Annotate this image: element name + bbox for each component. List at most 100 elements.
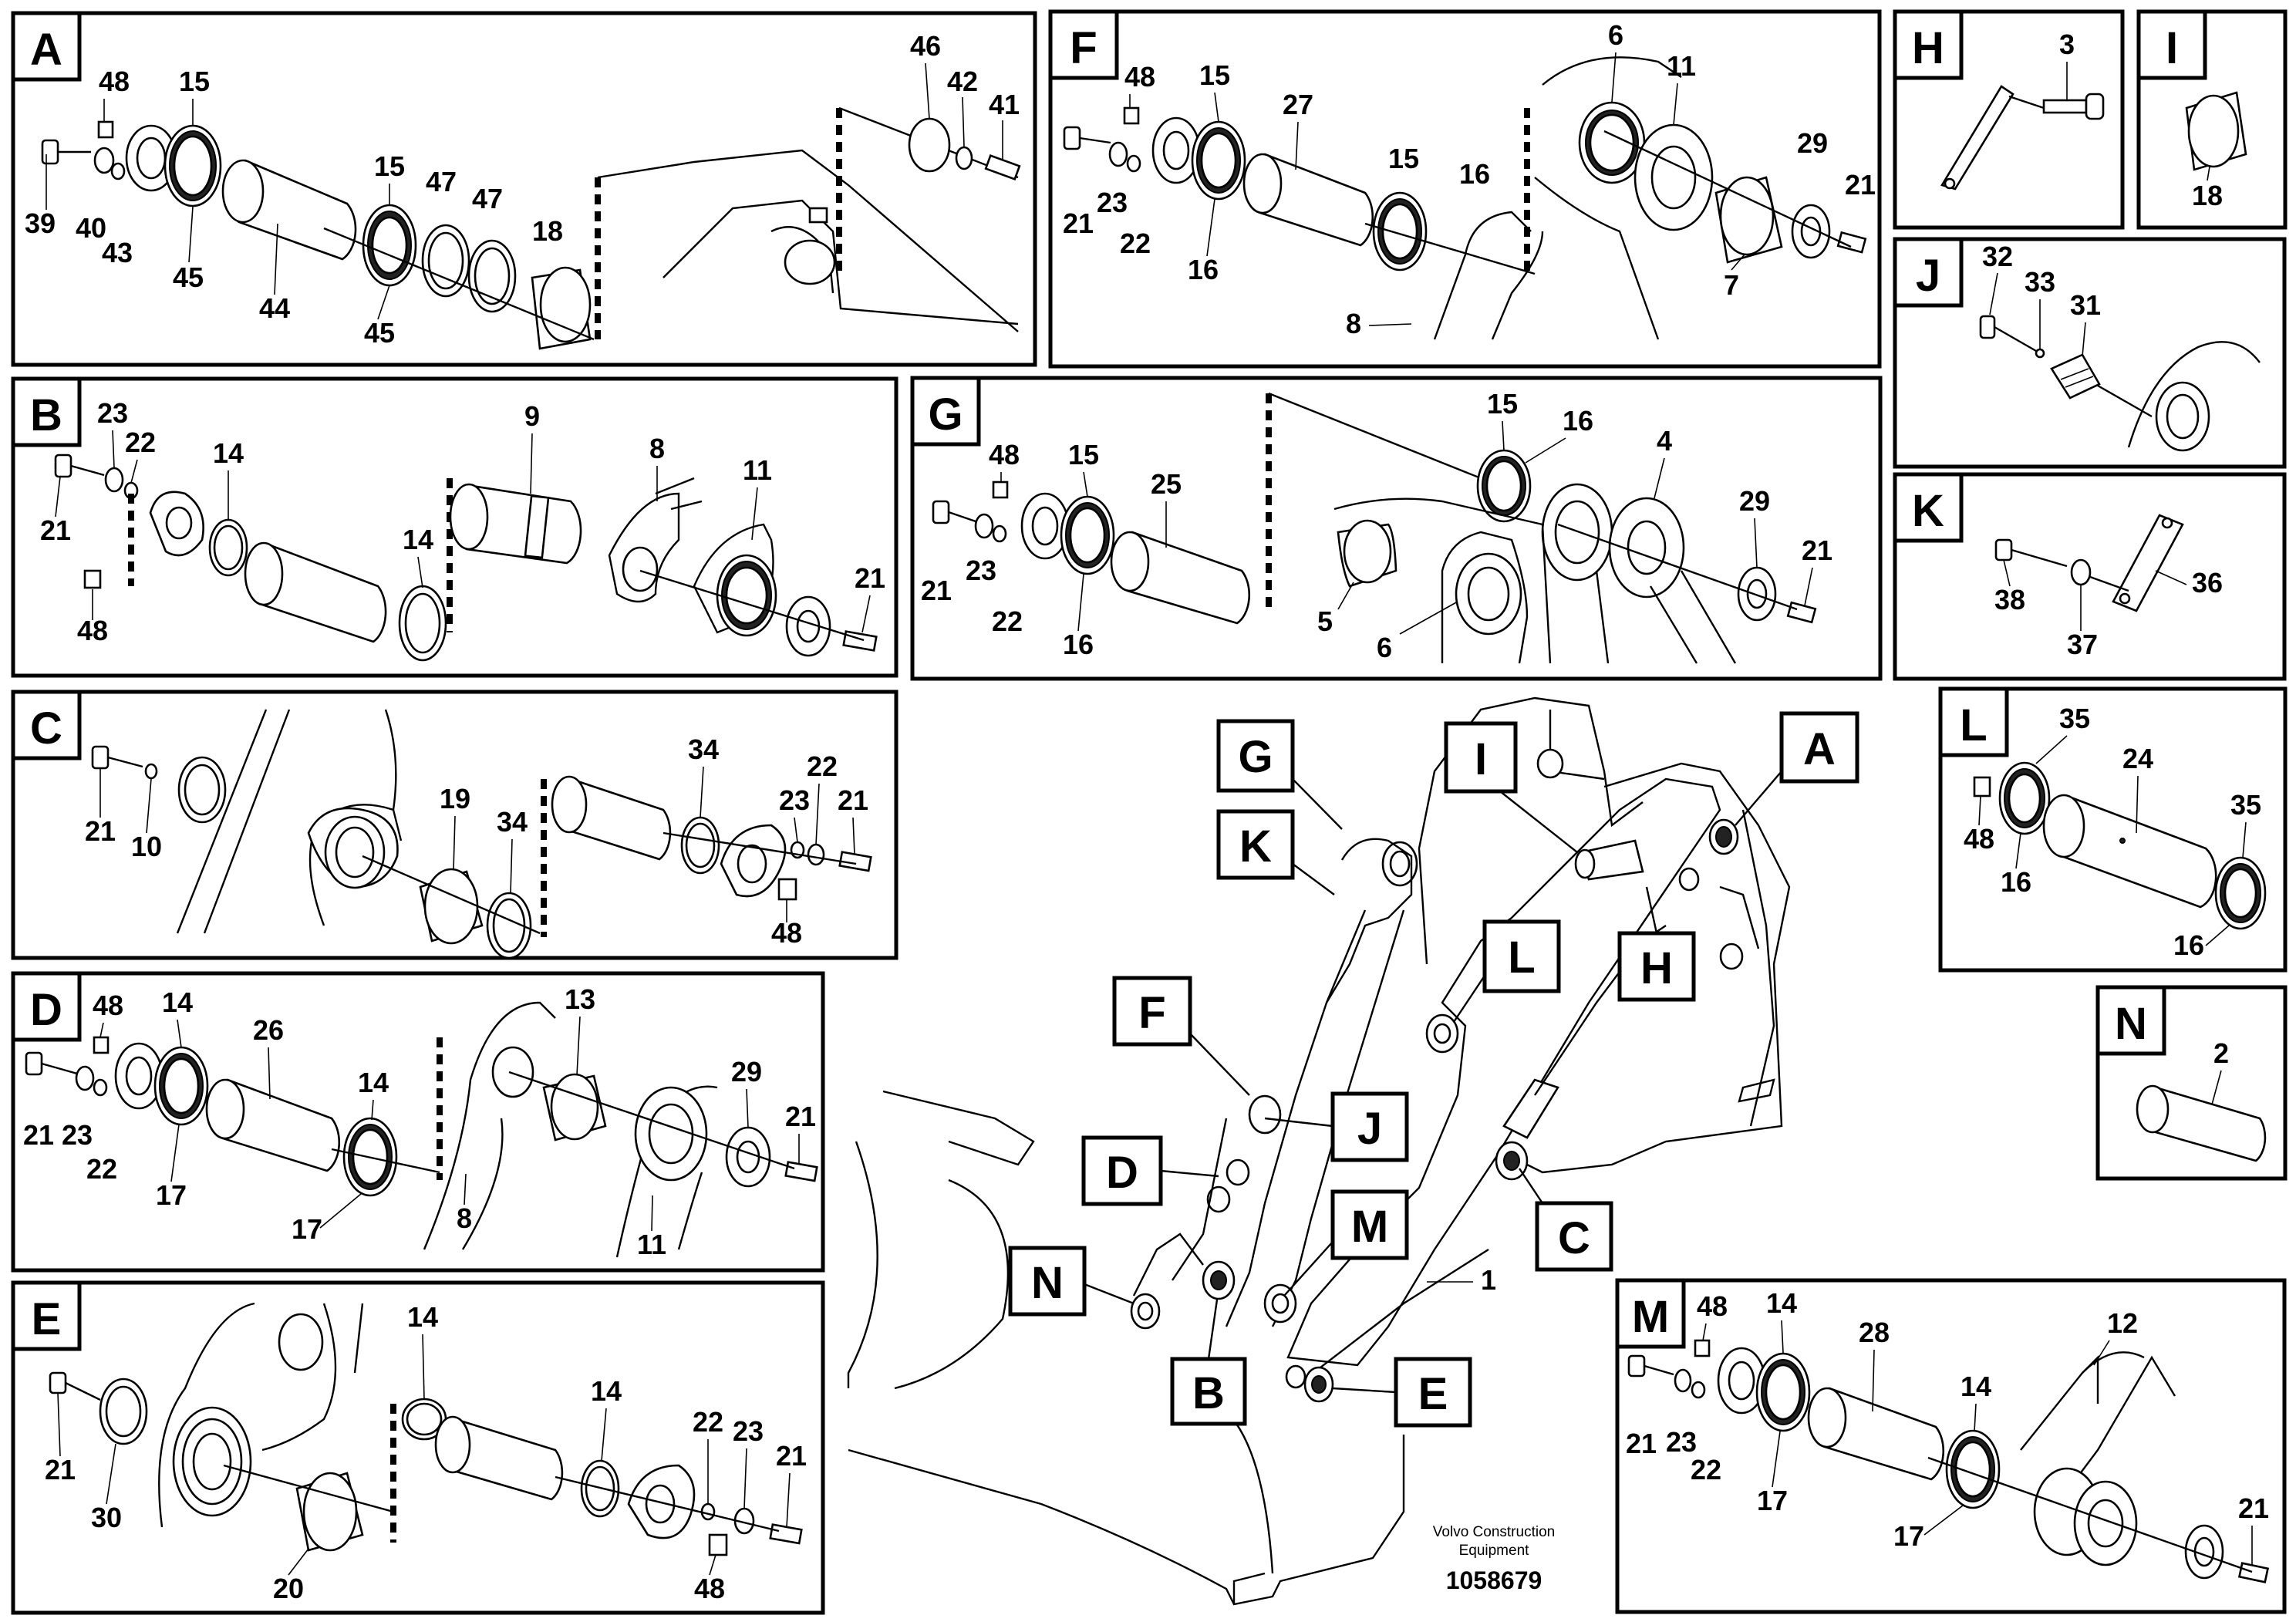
callout-g-48: 48 [989, 439, 1020, 470]
callout-a-18: 18 [532, 215, 563, 247]
callout-m-28: 28 [1859, 1317, 1890, 1348]
location-tag-b: B [1170, 1299, 1247, 1426]
svg-text:B: B [1192, 1368, 1225, 1418]
panel-n: N 2 [2095, 985, 2288, 1181]
svg-text:D: D [1106, 1148, 1138, 1198]
panel-d-callouts: 48 14 26 13 14 29 21 21 23 22 17 17 8 11 [23, 983, 816, 1260]
callout-b-11: 11 [743, 454, 772, 486]
location-tag-k: K [1216, 809, 1335, 895]
callout-d-48: 48 [93, 990, 123, 1021]
callout-l-24: 24 [2122, 743, 2153, 774]
callout-a-42: 42 [947, 66, 978, 97]
svg-text:F: F [1138, 988, 1165, 1038]
callout-a-47: 47 [426, 166, 457, 197]
callout-f-15b: 15 [1388, 143, 1419, 174]
callout-d-26: 26 [253, 1014, 284, 1046]
panel-f: F [1048, 9, 1882, 369]
callout-g-16: 16 [1563, 405, 1593, 437]
callout-b-8: 8 [649, 433, 665, 464]
callout-g-23: 23 [966, 555, 996, 586]
callout-b-23: 23 [97, 397, 128, 429]
callout-e-14: 14 [407, 1301, 438, 1333]
location-tag-d: D [1081, 1135, 1219, 1206]
panel-j-letter: J [1916, 251, 1940, 301]
panel-b: B [11, 376, 899, 678]
callout-c-34: 34 [497, 806, 528, 838]
panel-n-drawing [2136, 1084, 2267, 1162]
location-tag-i: I [1444, 721, 1578, 853]
callout-a-45: 45 [173, 261, 204, 293]
callout-e-22: 22 [693, 1406, 723, 1438]
callout-g-21: 21 [1802, 534, 1832, 566]
callout-b-9: 9 [524, 400, 540, 432]
callout-b-22: 22 [125, 427, 156, 458]
panel-k: K 38 37 36 [1893, 472, 2287, 681]
callout-c-21b: 21 [838, 784, 868, 816]
callout-f-23: 23 [1097, 187, 1128, 218]
callout-k-37: 37 [2067, 629, 2098, 660]
callout-j-33: 33 [2025, 266, 2055, 298]
callout-c-34b: 34 [688, 733, 719, 765]
callout-f-21b: 21 [1063, 207, 1094, 239]
callout-k-38: 38 [1994, 584, 2025, 615]
panel-e-letter: E [32, 1294, 62, 1344]
svg-text:J: J [1357, 1104, 1382, 1154]
callout-l-35: 35 [2059, 703, 2090, 734]
callout-f-15: 15 [1199, 59, 1230, 91]
callout-f-16: 16 [1459, 158, 1490, 190]
callout-k-36: 36 [2192, 567, 2223, 599]
svg-text:G: G [1238, 732, 1273, 782]
callout-f-22: 22 [1120, 228, 1151, 259]
callout-l-35b: 35 [2230, 789, 2261, 821]
panel-g-drawing [932, 392, 1817, 664]
panel-l-drawing [1973, 761, 2267, 930]
publisher-footer: Volvo Construction Equipment 1058679 [1433, 1524, 1555, 1594]
callout-b-14: 14 [213, 437, 244, 469]
panel-e-drawing [49, 1302, 803, 1556]
callout-c-19: 19 [440, 783, 470, 814]
location-tag-n: N [1008, 1246, 1135, 1317]
callout-d-21: 21 [785, 1101, 816, 1132]
callout-m-12: 12 [2107, 1307, 2138, 1339]
panel-e-leaders [57, 1334, 791, 1576]
callout-d-14b: 14 [358, 1067, 389, 1098]
panel-f-leaders [1129, 52, 1745, 326]
svg-text:C: C [1558, 1213, 1590, 1263]
callout-a-39: 39 [25, 207, 56, 239]
callout-g-5: 5 [1317, 605, 1333, 637]
panel-g: G [910, 376, 1883, 681]
panel-a-letter: A [30, 25, 62, 75]
panel-m-drawing [1627, 1339, 2270, 1583]
location-tag-m: M [1283, 1189, 1409, 1297]
callout-e-21b: 21 [45, 1454, 76, 1485]
callout-e-20: 20 [273, 1573, 304, 1604]
panel-f-callouts: 48 15 27 6 11 15 16 29 21 21 23 22 16 7 … [1063, 19, 1876, 339]
callout-j-31: 31 [2070, 289, 2101, 321]
svg-text:I: I [1475, 734, 1487, 784]
panel-g-callouts: 48 15 25 15 16 4 29 21 21 23 22 16 5 6 [921, 388, 1832, 663]
callout-b-21: 21 [40, 514, 71, 546]
panel-i: I 18 [2136, 9, 2288, 230]
callout-a-47b: 47 [472, 183, 503, 214]
panel-j-drawing [1979, 315, 2261, 452]
panel-m-leaders [1702, 1320, 2253, 1566]
panel-h-letter: H [1912, 23, 1944, 73]
callout-e-14b: 14 [591, 1375, 622, 1407]
panel-c: C [11, 690, 899, 960]
panel-g-leaders [1000, 420, 1813, 635]
panel-e: E [11, 1280, 825, 1615]
panel-e-callouts: 14 14 22 23 21 21 30 20 48 [45, 1301, 807, 1604]
callout-g-16b: 16 [1063, 629, 1094, 660]
panel-m-letter: M [1632, 1292, 1669, 1342]
callout-m-23: 23 [1666, 1426, 1697, 1458]
location-tag-a: A [1735, 711, 1859, 826]
location-tag-h: H [1617, 886, 1696, 1002]
svg-text:N: N [1031, 1258, 1064, 1308]
location-tag-e: E [1332, 1357, 1472, 1428]
panel-f-drawing [1063, 56, 1867, 340]
panel-b-drawing [54, 454, 878, 662]
panel-d-drawing [25, 1001, 818, 1258]
callout-m-17: 17 [1757, 1485, 1788, 1516]
panel-a: A [11, 11, 1037, 367]
